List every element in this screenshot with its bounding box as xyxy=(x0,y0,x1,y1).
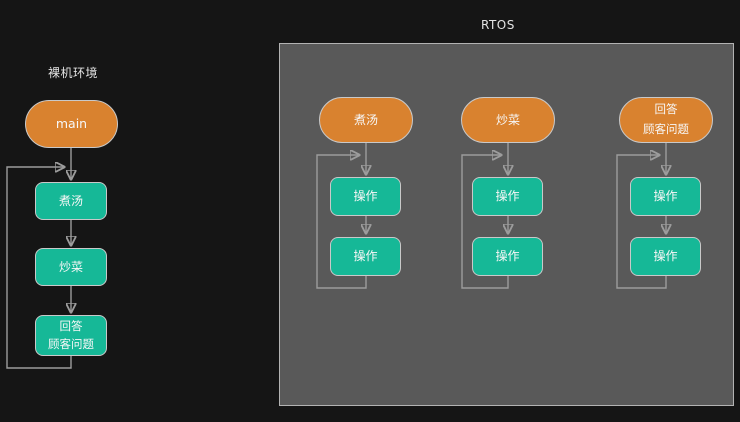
task-label: 煮汤 xyxy=(353,112,378,127)
main-node-label: main xyxy=(55,116,88,132)
rtos-task2-op1[interactable]: 操作 xyxy=(472,177,543,216)
task-label-line1: 回答 xyxy=(654,102,678,117)
op-label: 操作 xyxy=(353,189,378,204)
step-label-line2: 顾客问题 xyxy=(48,336,94,351)
rtos-task1-op1[interactable]: 操作 xyxy=(330,177,401,216)
rtos-task2-op2[interactable]: 操作 xyxy=(472,237,543,276)
op-label: 操作 xyxy=(653,189,678,204)
bare-step-stir-fry[interactable]: 炒菜 xyxy=(35,248,107,286)
step-label: 炒菜 xyxy=(58,259,83,274)
rtos-task1-op2[interactable]: 操作 xyxy=(330,237,401,276)
rtos-task-cook-soup[interactable]: 煮汤 xyxy=(319,97,413,143)
bare-step-answer-customer[interactable]: 回答 顾客问题 xyxy=(35,315,107,356)
bare-metal-title: 裸机环境 xyxy=(48,66,99,80)
task-label: 炒菜 xyxy=(495,112,520,127)
rtos-task3-op1[interactable]: 操作 xyxy=(630,177,701,216)
main-node[interactable]: main xyxy=(25,100,118,148)
rtos-task-answer-customer[interactable]: 回答 顾客问题 xyxy=(619,97,713,143)
step-label: 煮汤 xyxy=(58,193,83,208)
rtos-task3-op2[interactable]: 操作 xyxy=(630,237,701,276)
bare-step-cook-soup[interactable]: 煮汤 xyxy=(35,182,107,220)
rtos-title: RTOS xyxy=(481,18,515,32)
op-label: 操作 xyxy=(495,189,520,204)
task-label-line2: 顾客问题 xyxy=(643,122,689,136)
op-label: 操作 xyxy=(495,249,520,264)
op-label: 操作 xyxy=(653,249,678,264)
step-label-line1: 回答 xyxy=(59,318,83,333)
rtos-task-stir-fry[interactable]: 炒菜 xyxy=(461,97,555,143)
op-label: 操作 xyxy=(353,249,378,264)
